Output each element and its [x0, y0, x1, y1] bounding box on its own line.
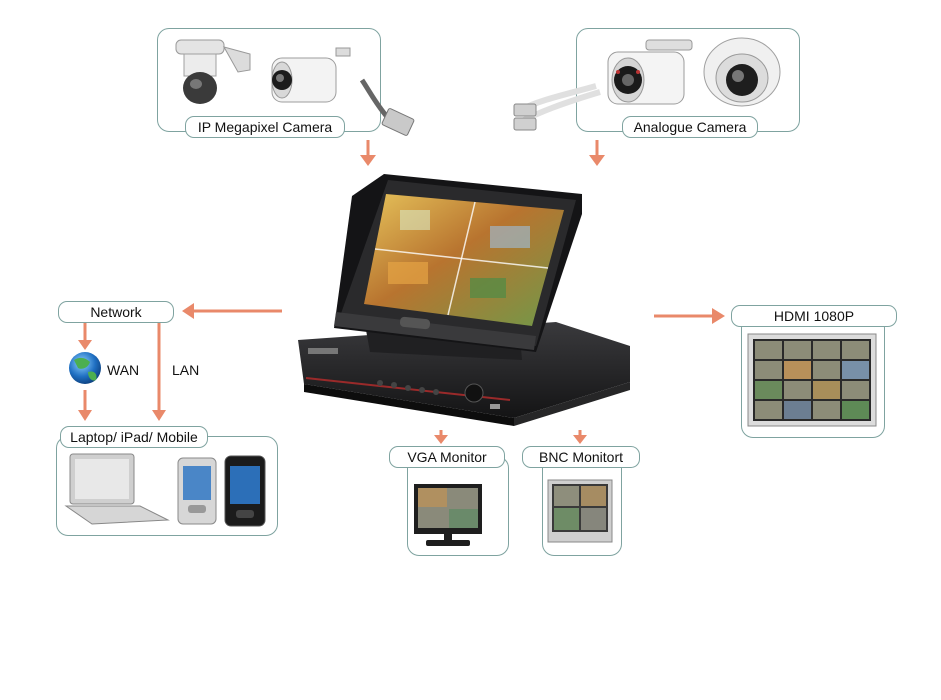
ip-camera-label: IP Megapixel Camera [185, 116, 345, 138]
devices-label: Laptop/ iPad/ Mobile [60, 426, 208, 448]
arrow-lan-to-devices [152, 322, 166, 421]
bnc-monitor-icon [547, 479, 613, 543]
arrow-dvr-to-hdmi [654, 308, 725, 324]
arrow-wan-to-devices [78, 390, 92, 421]
arrow-analogue-to-dvr [589, 140, 605, 166]
mobile-phone-icon [224, 455, 266, 527]
arrow-dvr-to-vga [434, 430, 448, 444]
laptop-icon [64, 453, 170, 525]
vga-monitor-icon [414, 484, 482, 546]
bnc-cable-icon [513, 83, 601, 131]
arrow-network-to-wan [78, 322, 92, 350]
lan-label: LAN [172, 362, 200, 378]
arrow-dvr-to-network [182, 303, 282, 319]
hdmi-monitor-icon [747, 333, 877, 427]
analogue-bullet-camera-icon [607, 39, 693, 105]
dvr-lcd-unit-icon [298, 174, 630, 426]
hdmi-label: HDMI 1080P [731, 305, 897, 327]
arrow-ip-to-dvr [360, 140, 376, 166]
analogue-camera-label: Analogue Camera [622, 116, 758, 138]
wan-label: WAN [107, 362, 140, 378]
ip-speed-dome-camera-icon [175, 39, 251, 104]
hdmi-camera-grid [755, 341, 869, 419]
arrow-dvr-to-bnc [573, 430, 587, 444]
bnc-label: BNC Monitort [522, 446, 640, 468]
pda-icon [177, 457, 217, 525]
vga-label: VGA Monitor [389, 446, 505, 468]
analogue-dome-camera-icon [703, 37, 781, 107]
network-label: Network [58, 301, 174, 323]
globe-icon [69, 352, 101, 384]
rj45-cable-icon [359, 78, 415, 136]
ip-bullet-camera-icon [271, 47, 351, 103]
